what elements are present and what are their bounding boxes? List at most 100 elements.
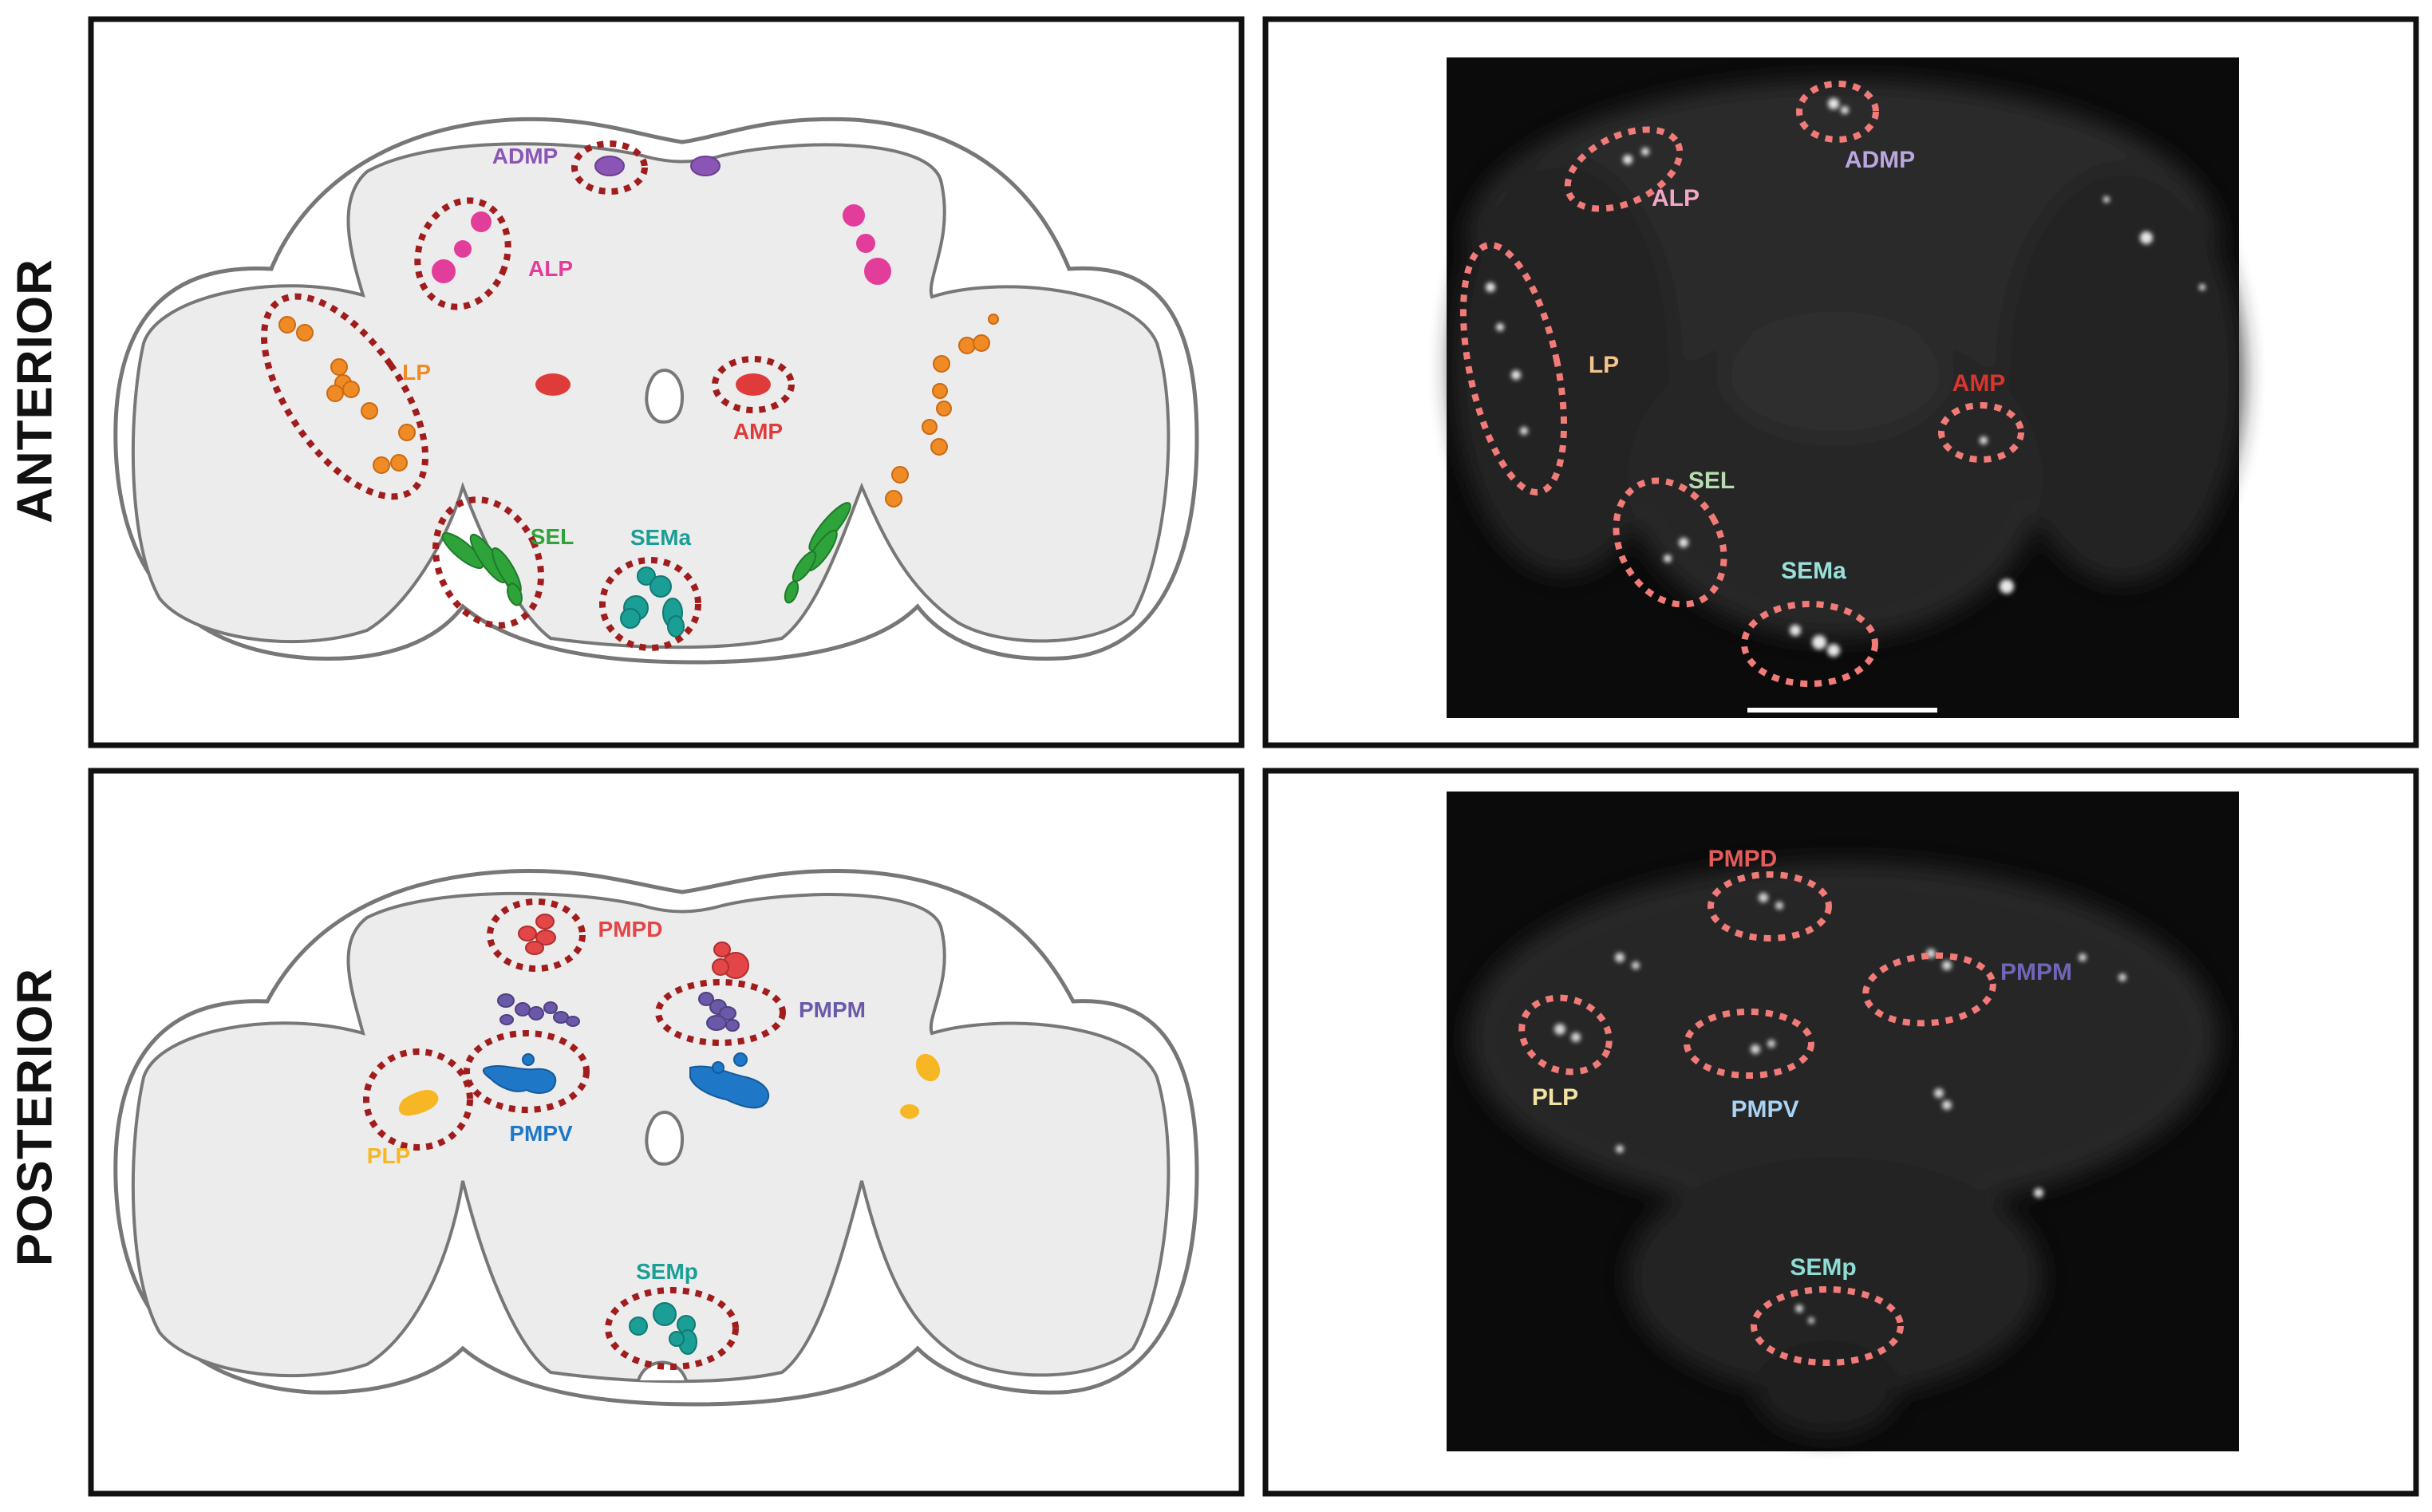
lp-neuron xyxy=(933,355,950,373)
plp-neuron xyxy=(915,1053,941,1082)
alp-neuron xyxy=(864,258,891,285)
sel-label: SEL xyxy=(531,524,574,549)
neuron-signal xyxy=(1790,625,1801,636)
pmpm-neuron xyxy=(515,1002,531,1017)
neuron-signal xyxy=(1632,961,1640,969)
neuron-signal xyxy=(2103,196,2110,203)
neuron-signal xyxy=(1664,555,1672,563)
amp-neuron xyxy=(736,373,771,396)
neuron-signal xyxy=(2079,953,2087,961)
tissue-glow xyxy=(1723,311,1947,439)
lp-neuron xyxy=(373,456,390,474)
pmpd-neuron xyxy=(535,914,555,930)
pmpm-neuron xyxy=(725,1019,740,1032)
lp-neuron xyxy=(361,402,378,420)
micro-pmpd-label: PMPD xyxy=(1708,846,1778,872)
neuron-signal xyxy=(1759,893,1768,902)
sema-circle xyxy=(599,557,701,651)
neuron-signal xyxy=(1942,1100,1952,1110)
micro-sel-label: SEL xyxy=(1688,468,1735,494)
lp-neuron xyxy=(932,383,948,399)
tissue-glow xyxy=(1452,160,1676,574)
sel-neuron xyxy=(784,580,799,604)
plp-label: PLP xyxy=(367,1143,410,1168)
lp-neuron xyxy=(885,490,902,507)
pmpv-neuron xyxy=(712,1061,724,1074)
plp-neuron xyxy=(398,1089,439,1116)
pmpm-neuron xyxy=(543,1001,558,1014)
lp-neuron xyxy=(326,385,344,402)
neuron-signal xyxy=(1641,148,1649,156)
tissue-glow xyxy=(1628,1157,2043,1396)
pmpd-neuron xyxy=(525,941,544,955)
pmpv-circle xyxy=(464,1030,590,1113)
posterior-micrograph: PMPD PMPM PLP PMPV SEMp xyxy=(1447,792,2239,1451)
sel-neuron xyxy=(507,582,523,606)
neuron-signal xyxy=(1841,106,1849,114)
neuron-signal xyxy=(1795,1305,1803,1313)
amp-neuron xyxy=(535,373,570,396)
micro-sel-circle xyxy=(1613,477,1727,608)
neuron-signal xyxy=(1751,1044,1760,1054)
neuron-signal xyxy=(1980,436,1988,444)
micro-alp-circle xyxy=(1564,126,1684,212)
neuron-signal xyxy=(1571,1032,1581,1042)
pmpm-neuron xyxy=(497,993,515,1008)
sema-label: SEMa xyxy=(630,525,692,550)
micro-pmpd-circle xyxy=(1708,871,1832,942)
pmpm-neuron xyxy=(719,1006,736,1021)
posterior-brain-schematic: PMPD PMPM PLP xyxy=(113,869,1199,1407)
brain-midline-foramen xyxy=(645,1111,685,1166)
neuron-signal xyxy=(1511,370,1521,380)
neuron-signal xyxy=(2140,231,2153,244)
micro-sema-circle xyxy=(1741,601,1878,687)
plp-circle xyxy=(363,1048,473,1151)
neuron-signal xyxy=(1767,1040,1775,1048)
lp-label: LP xyxy=(402,360,431,385)
tissue-glow xyxy=(1628,319,2043,638)
lp-neuron xyxy=(891,466,909,484)
neuron-signal xyxy=(1616,1145,1624,1153)
anterior-brain-schematic: ADMP ALP xyxy=(113,116,1199,665)
sel-neuron xyxy=(441,532,484,569)
semp-label: SEMp xyxy=(636,1259,698,1284)
neuron-signal xyxy=(1554,1024,1565,1035)
neuron-signal xyxy=(1934,1088,1944,1098)
neuron-signal xyxy=(1827,644,1840,657)
neuron-signal xyxy=(1775,902,1783,910)
micro-amp-circle xyxy=(1938,402,2024,463)
neuron-signal xyxy=(2199,284,2205,290)
admp-circle xyxy=(571,140,648,195)
semp-circle xyxy=(605,1287,739,1370)
lp-neuron xyxy=(296,324,314,341)
micro-lp-circle xyxy=(1459,242,1568,495)
neuron-signal xyxy=(1942,961,1952,970)
micro-pmpm-circle xyxy=(1862,952,1996,1027)
pmpd-neuron xyxy=(713,942,731,957)
pmpm-neuron xyxy=(566,1016,580,1027)
micro-plp-label: PLP xyxy=(1532,1084,1578,1111)
neuron-signal xyxy=(2118,973,2126,981)
alp-label: ALP xyxy=(528,256,573,281)
alp-neuron xyxy=(843,204,865,227)
lp-neuron xyxy=(973,334,990,352)
pmpv-neuron xyxy=(482,1065,557,1094)
admp-neuron xyxy=(594,156,625,176)
pmpm-circle xyxy=(655,979,786,1046)
neuron-signal xyxy=(1623,155,1633,164)
lp-neuron xyxy=(958,337,976,354)
brain-midline-foramen xyxy=(645,369,685,424)
lp-neuron xyxy=(390,454,408,472)
micro-admp-label: ADMP xyxy=(1845,147,1915,173)
micro-semp-label: SEMp xyxy=(1790,1254,1856,1281)
micro-semp-circle xyxy=(1751,1286,1904,1366)
neuron-signal xyxy=(1486,282,1495,292)
pmpm-label: PMPM xyxy=(799,997,866,1022)
pmpm-neuron xyxy=(706,1015,727,1031)
tissue-glow xyxy=(1755,1340,1899,1436)
pmpv-neuron xyxy=(522,1053,535,1066)
lp-neuron xyxy=(398,424,416,441)
neuron-signal xyxy=(2034,1188,2043,1198)
semp-neuron xyxy=(653,1302,677,1326)
